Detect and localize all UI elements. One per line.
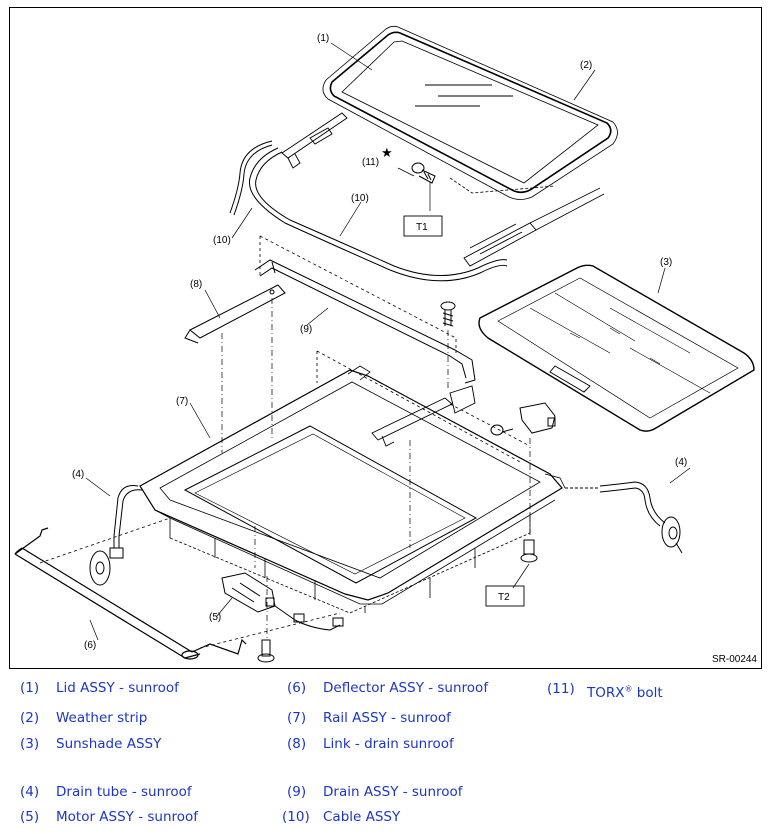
callout-10b: (10)	[213, 235, 231, 246]
leader-lines	[85, 42, 691, 641]
drain-assy-part	[254, 259, 476, 384]
callout-4b: (4)	[675, 457, 687, 468]
legend-text: Sunshade ASSY	[56, 736, 162, 752]
legend-num: (1)	[20, 680, 40, 696]
legend-text: Drain ASSY - sunroof	[323, 784, 463, 800]
torx-bolt-part	[411, 162, 436, 184]
callout-10a: (10)	[351, 193, 369, 204]
t2-box	[485, 585, 525, 607]
lid-assy-part	[329, 31, 612, 194]
registered-mark: ®	[624, 684, 633, 693]
legend-text: Drain tube - sunroof	[56, 784, 192, 800]
legend-item-7: (7) Rail ASSY - sunroof	[287, 710, 451, 726]
sunshade-assy-part	[478, 264, 755, 432]
legend-num: (4)	[20, 784, 40, 800]
link-rail-dash	[316, 350, 531, 464]
legend-item-5: (5) Motor ASSY - sunroof	[20, 809, 198, 825]
drain-tube-left	[89, 485, 143, 586]
lid-hinge-left	[281, 112, 348, 169]
legend-text: TORX	[587, 684, 625, 701]
legend-item-10: (10) Cable ASSY	[282, 809, 400, 825]
legend-text: Rail ASSY - sunroof	[323, 710, 451, 726]
legend-num: (8)	[287, 736, 307, 752]
legend-item-1: (1) Lid ASSY - sunroof	[20, 680, 179, 696]
t2-label: T2	[498, 592, 510, 603]
legend-text-suffix: bolt	[632, 684, 663, 701]
motor-assy-part	[221, 572, 344, 631]
cable-assy-part	[229, 140, 508, 282]
callout-7: (7)	[176, 396, 188, 407]
legend-text: Link - drain sunroof	[323, 736, 454, 752]
legend-num: (7)	[287, 710, 307, 726]
legend-item-4: (4) Drain tube - sunroof	[20, 784, 192, 800]
exploded-diagram-drawing: (1) (2) (3) (4) (4) (5) (6) (7) (8) (9) …	[14, 25, 755, 663]
exploded-diagram: (1) (2) (3) (4) (4) (5) (6) (7) (8) (9) …	[9, 7, 762, 669]
callout-8: (8)	[190, 279, 202, 290]
legend-num: (3)	[20, 736, 40, 752]
legend-num: (2)	[20, 710, 40, 726]
legend-num: (11)	[547, 680, 575, 697]
legend-text: Cable ASSY	[323, 809, 401, 825]
weather-strip-part	[322, 25, 618, 200]
legend-item-2: (2) Weather strip	[20, 710, 147, 726]
legend-item-3: (3) Sunshade ASSY	[20, 736, 161, 752]
legend-item-8: (8) Link - drain sunroof	[287, 736, 454, 752]
legend-num: (9)	[287, 784, 307, 800]
deflector-dash	[39, 517, 341, 649]
legend-text: Weather strip	[56, 710, 148, 726]
legend-text: Motor ASSY - sunroof	[56, 809, 199, 825]
link-bracket	[371, 385, 476, 447]
legend-num: (5)	[20, 809, 40, 825]
deflector-assy-part	[14, 527, 247, 660]
t1-box	[403, 215, 443, 237]
lid-hinge-right	[463, 187, 605, 267]
bolt-t2	[520, 539, 538, 563]
link-drain-part	[184, 284, 286, 344]
figure-id: SR-00244	[711, 654, 757, 665]
callout-1: (1)	[317, 33, 329, 44]
legend-text-torx: TORX® bolt	[587, 684, 663, 701]
rail-skirt	[169, 513, 531, 614]
callout-11: (11)	[362, 157, 379, 168]
callout-4a: (4)	[72, 469, 84, 480]
callout-2: (2)	[580, 60, 592, 71]
lid-dash-line	[449, 177, 556, 194]
t1-label: T1	[416, 222, 428, 233]
callout-9: (9)	[300, 324, 312, 335]
bolt-motor	[257, 639, 275, 663]
callout-labels: (1) (2) (3) (4) (4) (5) (6) (7) (8) (9) …	[72, 33, 687, 651]
legend-text: Deflector ASSY - sunroof	[323, 680, 489, 696]
legend-num: (6)	[287, 680, 307, 696]
legend-item-6: (6) Deflector ASSY - sunroof	[287, 680, 488, 696]
callout-6: (6)	[84, 640, 96, 651]
legend-item-9: (9) Drain ASSY - sunroof	[287, 784, 463, 800]
drain-dash-box	[259, 235, 457, 353]
callout-5: (5)	[209, 612, 221, 623]
bolt-drain	[440, 301, 456, 327]
legend-num: (10)	[282, 809, 310, 825]
star-mark: ★	[381, 146, 393, 161]
alignment-lines	[221, 298, 531, 638]
legend-text: Lid ASSY - sunroof	[56, 680, 179, 696]
legend-item-11: (11) TORX® bolt	[547, 680, 663, 701]
callout-3: (3)	[660, 257, 672, 268]
rail-assy-part	[139, 365, 566, 605]
motor-bracket	[490, 402, 556, 436]
drain-tube-right	[565, 481, 683, 554]
